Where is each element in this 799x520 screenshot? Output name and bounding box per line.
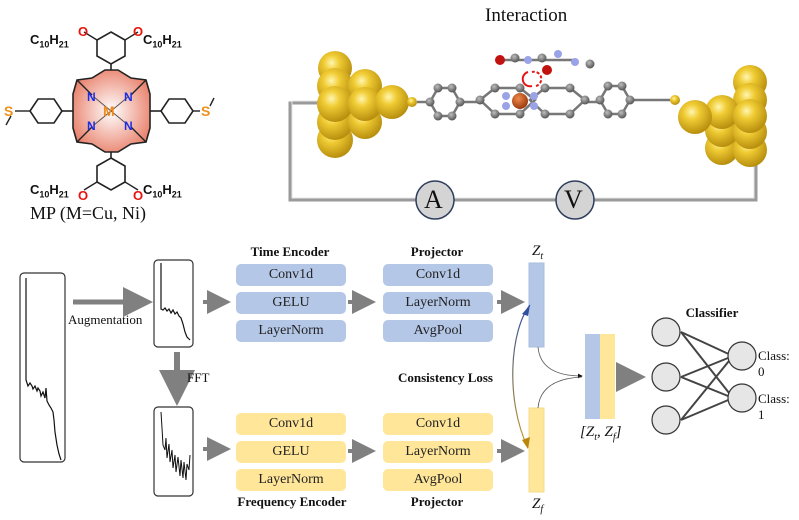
zt-label: Zt	[532, 243, 544, 262]
sulfur-atom-label: S	[201, 103, 211, 119]
ammeter-icon	[415, 180, 455, 220]
nitrogen-atom-label: N	[124, 90, 133, 104]
consistency-loss-label: Consistency Loss	[398, 370, 493, 385]
oxygen-atom-label: O	[133, 24, 144, 39]
nitrogen-atom-label: N	[87, 119, 96, 133]
augmented-signal-plot	[153, 259, 194, 348]
alkyl-chain-label: C10H21	[30, 182, 69, 200]
freq-projector-layer: Conv1d	[383, 413, 493, 435]
time-encoder-layer: LayerNorm	[236, 320, 346, 342]
alkyl-chain-label: C10H21	[143, 32, 182, 50]
classifier-title: Classifier	[685, 305, 739, 320]
left-gold-electrode	[317, 51, 417, 158]
classifier-output-node	[727, 341, 757, 371]
time-encoder-layer: Conv1d	[236, 264, 346, 286]
zf-label: Zf	[532, 496, 544, 515]
freq-projector-layer: AvgPool	[383, 469, 493, 491]
augmented-signal-trace	[160, 263, 191, 341]
freq-encoder-layer: Conv1d	[236, 413, 346, 435]
concat-label: [Zt, Zf]	[580, 424, 622, 443]
fft-signal-trace	[160, 411, 191, 481]
ammeter-label: A	[424, 185, 443, 214]
concat-zf-part	[600, 334, 615, 419]
time-encoder-layer: GELU	[236, 292, 346, 314]
time-encoder-title: Time Encoder	[250, 244, 330, 259]
metal-atom-label: M	[103, 103, 115, 119]
time-projector-layer: LayerNorm	[383, 292, 493, 314]
zf-embedding-bar	[528, 407, 545, 493]
molecular-junction-figure: Interaction	[280, 0, 799, 230]
zt-embedding-bar	[528, 262, 545, 348]
time-projector-title: Projector	[410, 244, 464, 259]
classifier-input-node	[651, 405, 681, 435]
freq-encoder-layer: GELU	[236, 441, 346, 463]
sulfur-atom-label: S	[4, 103, 14, 119]
oxygen-atom-label: O	[133, 188, 144, 203]
class-0-label: Class: 0	[758, 348, 790, 379]
oxygen-atom-label: O	[78, 24, 89, 39]
metal-center-atom	[512, 93, 528, 109]
nitrogen-atom-label: N	[124, 119, 133, 133]
time-projector-layer: AvgPool	[383, 320, 493, 342]
classifier-input-node	[651, 362, 681, 392]
augmentation-label: Augmentation	[68, 312, 143, 327]
voltmeter-icon	[555, 180, 595, 220]
classifier-input-node	[651, 317, 681, 347]
nitrogen-atom-label: N	[87, 90, 96, 104]
right-gold-electrode	[670, 65, 767, 167]
zf-to-concat-line	[537, 376, 583, 409]
junction-title: Interaction	[485, 5, 568, 26]
voltmeter-label: V	[564, 185, 583, 214]
fft-label: FFT	[187, 370, 210, 385]
raw-signal-plot	[19, 272, 66, 463]
atom-spheres	[425, 81, 635, 121]
oxygen-atom-label: O	[78, 188, 89, 203]
molecule-caption: MP (M=Cu, Ni)	[30, 203, 146, 223]
bottom-aryl-ring	[96, 157, 126, 191]
porphyrin-molecule-figure: O O O O C10H21 C10H21 C10H21 C10H21 N N …	[0, 0, 230, 230]
alkyl-chain-label: C10H21	[143, 182, 182, 200]
porphyrin-structure-drawing	[5, 31, 215, 191]
classifier-output-node	[727, 383, 757, 413]
guest-molecule	[495, 50, 595, 75]
class-1-label: Class: 1	[758, 391, 790, 422]
zt-to-concat-line	[537, 346, 583, 379]
time-projector-layer: Conv1d	[383, 264, 493, 286]
classifier-network-edges	[680, 331, 734, 421]
consistency-loss-curve	[512, 304, 531, 449]
raw-signal-trace	[25, 278, 62, 461]
freq-encoder-layer: LayerNorm	[236, 469, 346, 491]
freq-projector-layer: LayerNorm	[383, 441, 493, 463]
concat-zt-part	[585, 334, 600, 419]
freq-projector-title: Projector	[410, 494, 464, 509]
rotation-arrow-icon	[521, 70, 543, 88]
alkyl-chain-label: C10H21	[30, 32, 69, 50]
fft-signal-plot	[153, 406, 194, 497]
freq-encoder-title: Frequency Encoder	[237, 494, 347, 509]
junction-drawing	[288, 50, 767, 220]
